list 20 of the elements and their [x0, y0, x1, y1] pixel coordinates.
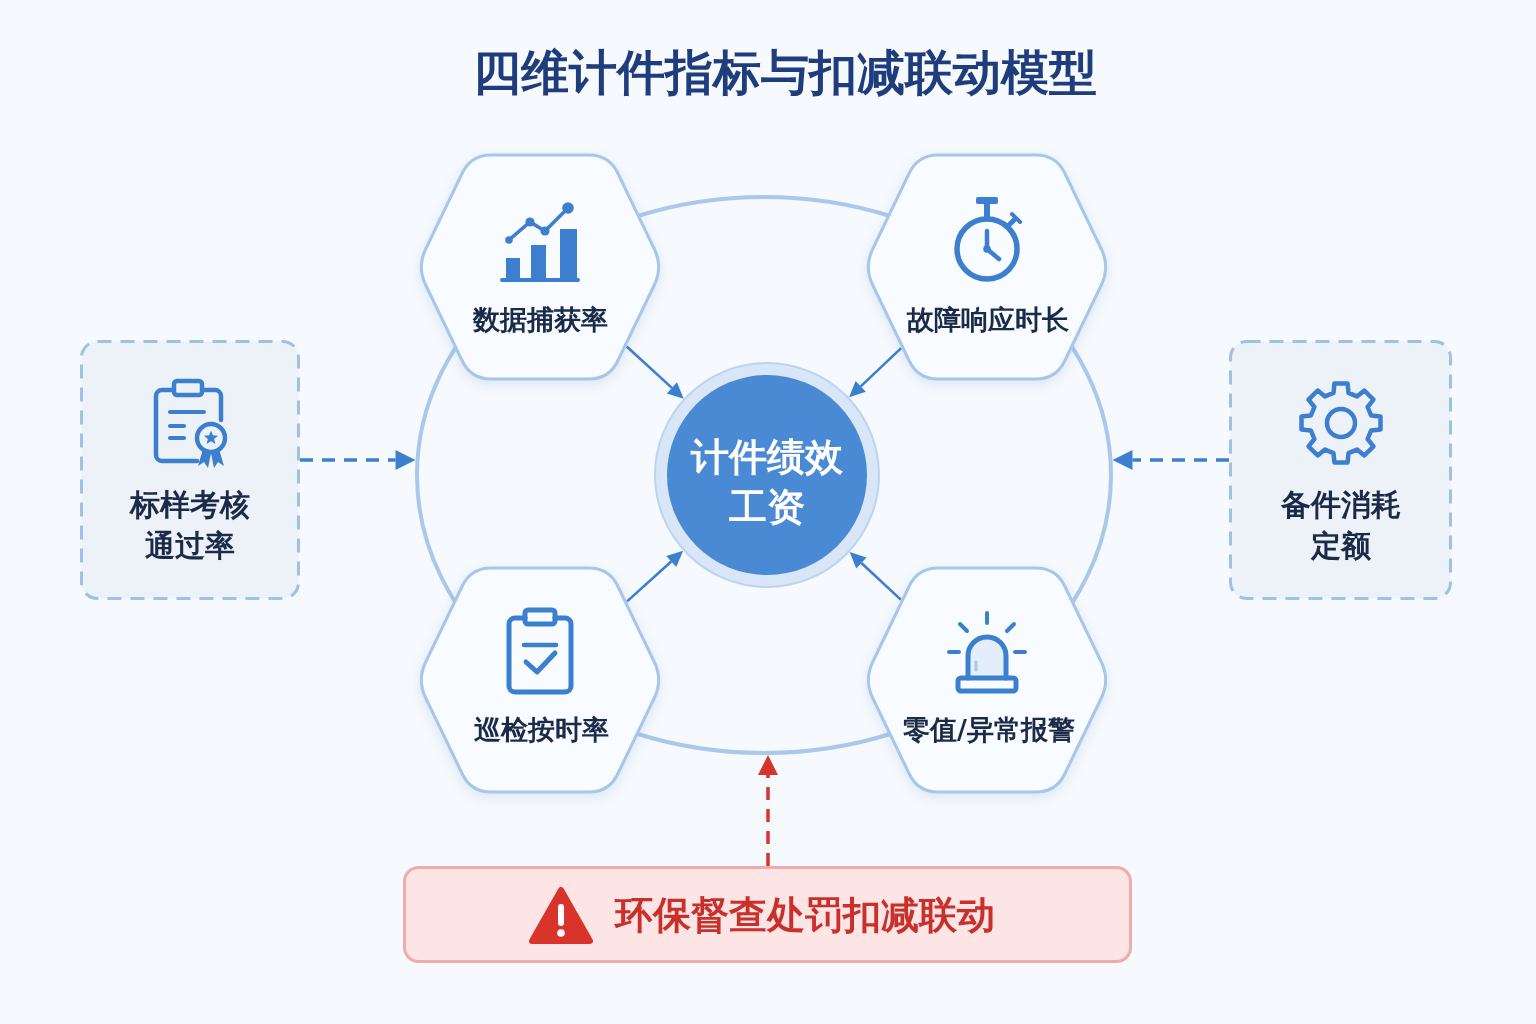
node-label: 故障响应时长 — [907, 303, 1069, 337]
dashed-card — [80, 340, 300, 600]
node-label: 备件消耗定额 — [1280, 486, 1402, 565]
arrow — [626, 550, 684, 603]
arrow — [625, 345, 684, 399]
arrow — [849, 552, 902, 601]
alert-banner — [403, 866, 1132, 963]
node-label: 计件绩效工资 — [689, 434, 844, 531]
center-circle — [654, 362, 880, 588]
dashed-arrow — [300, 450, 416, 470]
dashed-arrow — [1112, 450, 1229, 470]
dashed-arrow — [758, 755, 778, 866]
node-label: 标样考核通过率 — [128, 486, 251, 565]
node-label: 环保督查处罚扣减联动 — [615, 892, 995, 939]
node-label: 巡检按时率 — [473, 713, 609, 747]
title: 四维计件指标与扣减联动模型 — [473, 44, 1097, 102]
node-label: 数据捕获率 — [472, 303, 608, 337]
node-label: 零值/异常报警 — [903, 713, 1075, 747]
dashed-card — [1229, 340, 1452, 600]
arrow — [849, 347, 903, 398]
